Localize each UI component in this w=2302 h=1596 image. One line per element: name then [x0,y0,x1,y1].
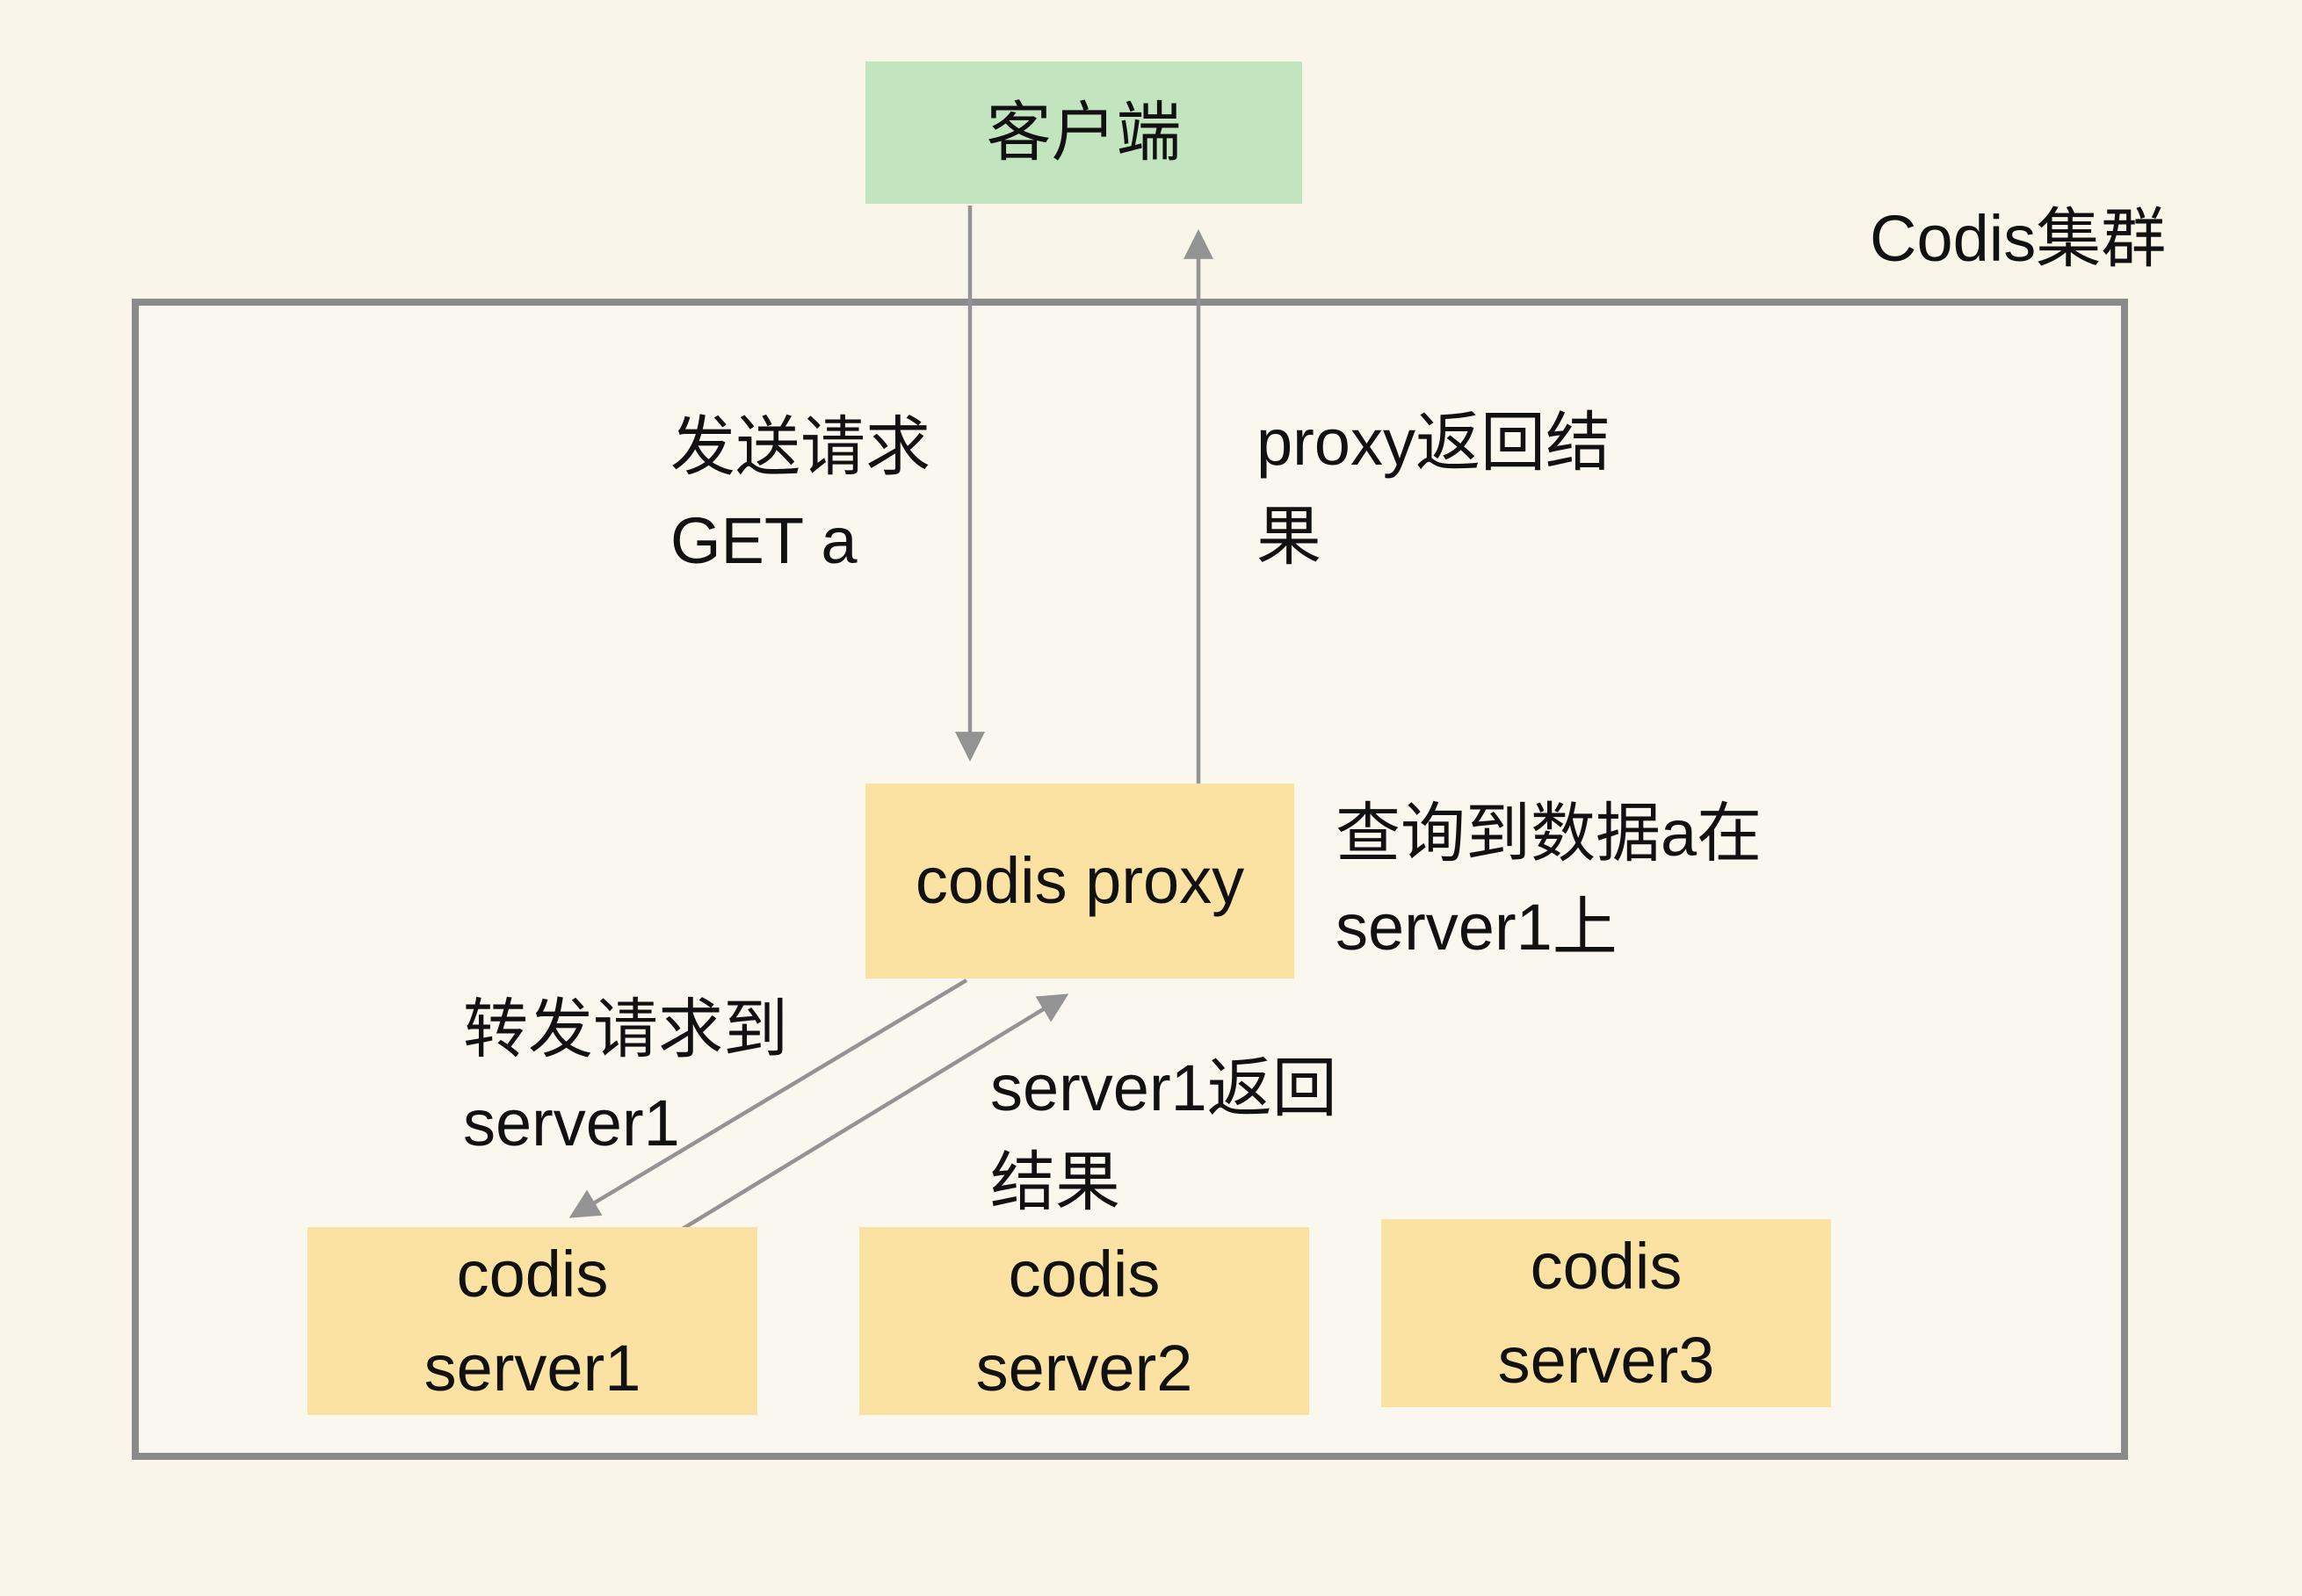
server-return-line2: 结果 [990,1145,1120,1219]
codis-server3-label-line1: codis [1530,1229,1683,1303]
send-request-line2: GET a [670,504,858,578]
codis-server1-node: codis server1 [308,1227,757,1415]
cluster-title: Codis集群 [1870,202,2167,275]
codis-server1-label-line1: codis [456,1237,609,1311]
send-request-line1: 发送请求 [670,410,930,483]
codis-server2-label-line2: server2 [975,1332,1193,1405]
lookup-line1: 查询到数据a在 [1336,797,1763,870]
proxy-return-line1: proxy返回结 [1256,406,1611,479]
codis-server1-label-line2: server1 [423,1332,641,1405]
proxy-return-line2: 果 [1256,500,1321,574]
client-node: 客户端 [865,61,1302,204]
server-return-annotation: server1返回 结果 [990,1041,1337,1230]
codis-server2-node: codis server2 [859,1227,1309,1415]
lookup-annotation: 查询到数据a在 server1上 [1336,786,1762,975]
client-node-label: 客户端 [986,96,1182,170]
codis-server2-label-line1: codis [1008,1237,1161,1311]
send-request-annotation: 发送请求 GET a [670,400,930,589]
codis-proxy-node: codis proxy [865,784,1294,979]
forward-request-annotation: 转发请求到 server1 [463,982,788,1171]
server-return-line1: server1返回 [990,1051,1337,1124]
forward-request-line1: 转发请求到 [463,993,788,1065]
codis-server3-node: codis server3 [1381,1219,1831,1407]
codis-server3-label-line2: server3 [1497,1324,1715,1397]
forward-request-line2: server1 [463,1087,680,1160]
lookup-line2: server1上 [1336,891,1618,964]
codis-proxy-node-label: codis proxy [915,844,1245,918]
proxy-return-annotation: proxy返回结 果 [1256,395,1611,584]
